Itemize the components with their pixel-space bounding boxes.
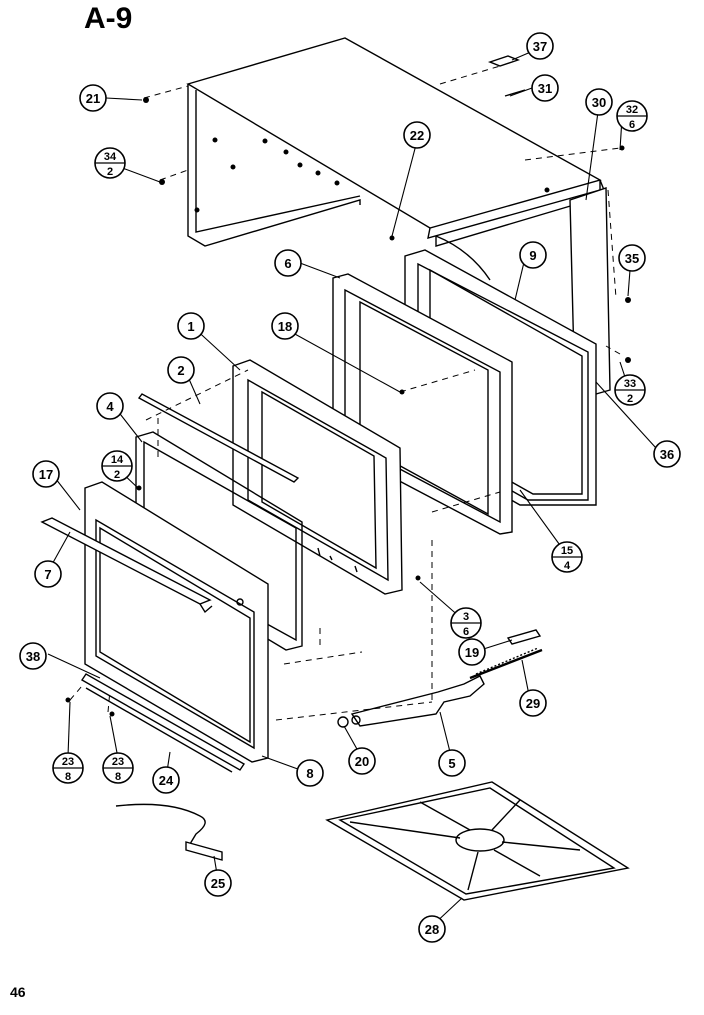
callout-24: 24 xyxy=(152,766,180,794)
svg-text:6: 6 xyxy=(629,119,635,131)
svg-text:5: 5 xyxy=(448,756,455,771)
svg-text:23: 23 xyxy=(62,756,74,768)
part-29-door-spring xyxy=(469,647,543,680)
part-24-bottom-trim xyxy=(81,673,245,773)
diagram-title: A-9 xyxy=(84,2,133,35)
callout-37: 37 xyxy=(526,32,554,60)
svg-text:1: 1 xyxy=(187,319,194,334)
callout-5: 5 xyxy=(438,749,466,777)
part-8-outer-door xyxy=(84,481,269,763)
svg-text:20: 20 xyxy=(355,754,369,769)
svg-text:3: 3 xyxy=(463,611,469,623)
svg-text:19: 19 xyxy=(465,645,479,660)
part-25-cord xyxy=(115,803,223,861)
svg-text:8: 8 xyxy=(306,766,313,781)
svg-text:29: 29 xyxy=(526,696,540,711)
assembly-leader-lines xyxy=(69,65,621,721)
callout-30: 30 xyxy=(585,88,613,116)
page-number: 46 xyxy=(10,984,26,1000)
part-28-drip-tray xyxy=(325,781,630,901)
svg-text:2: 2 xyxy=(627,393,633,405)
svg-text:32: 32 xyxy=(626,104,638,116)
svg-text:8: 8 xyxy=(65,771,71,783)
part-20-roller xyxy=(337,716,349,728)
callout-9: 9 xyxy=(519,241,547,269)
callout-35: 35 xyxy=(618,244,646,272)
svg-text:30: 30 xyxy=(592,95,606,110)
callout-31: 31 xyxy=(531,74,559,102)
callout-14-2: 14 2 xyxy=(101,450,133,482)
svg-text:25: 25 xyxy=(211,876,225,891)
svg-text:7: 7 xyxy=(44,567,51,582)
callout-29: 29 xyxy=(519,689,547,717)
svg-text:22: 22 xyxy=(410,128,424,143)
callout-38: 38 xyxy=(19,642,47,670)
svg-text:28: 28 xyxy=(425,922,439,937)
svg-text:38: 38 xyxy=(26,649,40,664)
small-hardware xyxy=(65,97,631,717)
svg-text:2: 2 xyxy=(107,166,113,178)
svg-text:18: 18 xyxy=(278,319,292,334)
part-7-door-handle xyxy=(40,517,213,614)
svg-text:37: 37 xyxy=(533,39,547,54)
svg-text:21: 21 xyxy=(86,91,100,106)
callout-6-top: 6 xyxy=(274,249,302,277)
svg-text:8: 8 xyxy=(115,771,121,783)
svg-text:2: 2 xyxy=(177,363,184,378)
callout-33-2: 33 2 xyxy=(614,374,646,406)
part-2-rod xyxy=(137,393,300,483)
svg-text:36: 36 xyxy=(660,447,674,462)
svg-text:24: 24 xyxy=(159,773,174,788)
callout-15-4: 15 4 xyxy=(551,541,583,573)
callout-18: 18 xyxy=(271,312,299,340)
part-31-wrap-top xyxy=(504,89,526,97)
callout-23-8-right: 23 8 xyxy=(102,752,134,784)
svg-text:23: 23 xyxy=(112,756,124,768)
callout-20: 20 xyxy=(348,747,376,775)
svg-text:4: 4 xyxy=(106,399,114,414)
svg-text:2: 2 xyxy=(114,469,120,481)
svg-text:17: 17 xyxy=(39,467,53,482)
callout-8: 8 xyxy=(296,759,324,787)
callout-36: 36 xyxy=(653,440,681,468)
callout-21: 21 xyxy=(79,84,107,112)
svg-text:35: 35 xyxy=(625,251,639,266)
callout-22: 22 xyxy=(403,121,431,149)
callout-1: 1 xyxy=(177,312,205,340)
part-19-spring-cap xyxy=(506,629,542,645)
part-5-door-linkage xyxy=(350,675,485,727)
svg-text:15: 15 xyxy=(561,545,573,557)
svg-text:34: 34 xyxy=(104,151,117,163)
cabinet-wrapper xyxy=(186,37,605,247)
callout-3-6: 3 6 xyxy=(450,607,482,639)
callout-4: 4 xyxy=(96,392,124,420)
svg-text:6: 6 xyxy=(463,626,469,638)
callout-23-8-left: 23 8 xyxy=(52,752,84,784)
callout-2: 2 xyxy=(167,356,195,384)
callout-17: 17 xyxy=(32,460,60,488)
callout-34-2: 34 2 xyxy=(94,147,126,179)
svg-text:4: 4 xyxy=(564,560,571,572)
callout-7: 7 xyxy=(34,560,62,588)
svg-text:6: 6 xyxy=(284,256,291,271)
callout-32-6: 32 6 xyxy=(616,100,648,132)
svg-text:14: 14 xyxy=(111,454,124,466)
callout-19: 19 xyxy=(458,638,486,666)
callout-28: 28 xyxy=(418,915,446,943)
svg-text:9: 9 xyxy=(529,248,536,263)
svg-text:31: 31 xyxy=(538,81,552,96)
svg-text:33: 33 xyxy=(624,378,636,390)
part-37-label-plate xyxy=(487,55,521,67)
callout-25: 25 xyxy=(204,869,232,897)
